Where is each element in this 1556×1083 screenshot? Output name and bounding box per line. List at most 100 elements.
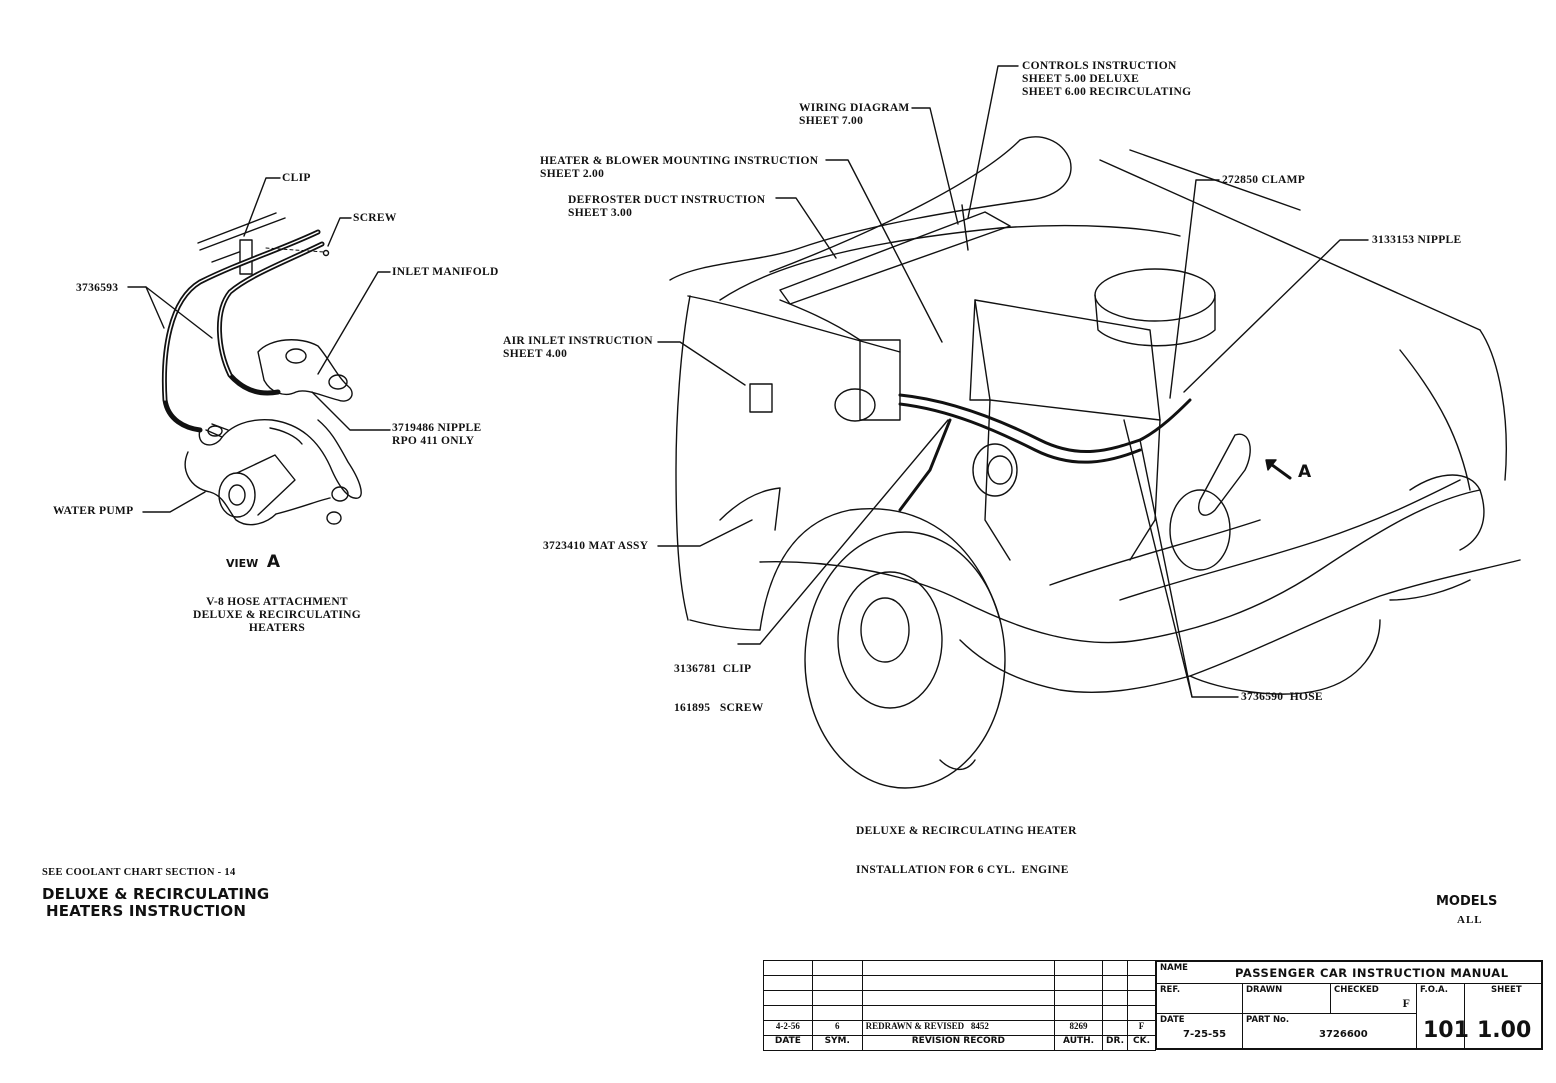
revision-cell-sym [811, 990, 863, 1006]
callout-nipple-line2: RPO 411 ONLY [392, 435, 475, 447]
revision-cell-dr [1102, 990, 1128, 1006]
callout-mat-assy: 3723410 MAT ASSY [543, 540, 649, 552]
revision-cell-ck [1127, 975, 1156, 991]
revision-cell-auth [1054, 990, 1103, 1006]
view-a-leaders [127, 177, 391, 513]
callout-line: SHEET 5.00 DELUXE [1022, 73, 1140, 85]
drawing-title-line1: DELUXE & RECIRCULATING [42, 885, 270, 903]
callout-water-pump: WATER PUMP [53, 505, 134, 517]
revision-cell-date [763, 1005, 813, 1021]
sheet-cell: SHEET 1.00 [1465, 984, 1541, 1048]
callout-line: SHEET 3.00 [568, 207, 633, 219]
revision-cell-record [861, 960, 1056, 976]
callout-nipple: 3719486 NIPPLE RPO 411 ONLY [392, 422, 482, 448]
callout-clip: CLIP [282, 172, 311, 184]
revision-cell-record [861, 990, 1056, 1006]
header-date: DATE [763, 1035, 813, 1051]
revision-cell-sym [811, 1005, 863, 1021]
foa-cell: F.O.A. 101 [1417, 984, 1469, 1048]
revision-row [763, 960, 1156, 976]
header-dr: DR. [1102, 1035, 1128, 1051]
callout-air-inlet: AIR INLET INSTRUCTION SHEET 4.00 [503, 335, 653, 361]
view-a-label: VIEW A [226, 552, 280, 572]
revision-cell-date [763, 975, 813, 991]
sheet-value: 1.00 [1477, 1018, 1532, 1043]
foa-label: F.O.A. [1420, 985, 1449, 995]
ref-label: REF. [1160, 985, 1181, 995]
checked-cell: CHECKED F [1331, 984, 1417, 1014]
view-a-caption-line: HEATERS [248, 622, 306, 634]
revision-row [763, 990, 1156, 1006]
checked-label: CHECKED [1334, 985, 1379, 995]
revision-cell-record [861, 1005, 1056, 1021]
main-view-caption: DELUXE & RECIRCULATING HEATER INSTALLATI… [856, 799, 1077, 890]
part-label: PART No. [1246, 1015, 1290, 1025]
callout-hose-part: 3736593 [76, 282, 119, 294]
drawing-title: DELUXE & RECIRCULATING HEATERS INSTRUCTI… [42, 886, 269, 920]
coolant-chart-note: SEE COOLANT CHART SECTION - 14 [42, 867, 236, 878]
revision-cell-dr [1102, 975, 1128, 991]
revision-cell-dr [1102, 1005, 1128, 1021]
models-value: ALL [1457, 914, 1483, 926]
revision-header-row: DATE SYM. REVISION RECORD AUTH. DR. CK. [763, 1035, 1156, 1051]
callout-clip-screw: 3136781 CLIP 161895 SCREW [674, 637, 764, 728]
view-a-caption-line: V-8 HOSE ATTACHMENT [206, 596, 348, 608]
drawing-title-line2: HEATERS INSTRUCTION [46, 902, 247, 920]
revision-cell-ck [1127, 960, 1156, 976]
name-value: PASSENGER CAR INSTRUCTION MANUAL [1235, 966, 1509, 980]
callout-wiring-diagram: WIRING DIAGRAM SHEET 7.00 [799, 102, 910, 128]
revision-cell-sym [811, 975, 863, 991]
callout-heater-blower: HEATER & BLOWER MOUNTING INSTRUCTION SHE… [540, 155, 818, 181]
callout-line: 3136781 CLIP [674, 663, 752, 675]
header-sym: SYM. [811, 1035, 863, 1051]
checked-value: F [1402, 996, 1410, 1010]
header-ck: CK. [1127, 1035, 1156, 1051]
revision-cell-date [763, 960, 813, 976]
car-illustration [669, 136, 1521, 789]
drawn-cell: DRAWN [1243, 984, 1331, 1014]
revision-cell-ck [1127, 990, 1156, 1006]
revision-cell-sym: 6 [811, 1020, 863, 1036]
date-label: DATE [1160, 1015, 1185, 1025]
callout-line: WIRING DIAGRAM [799, 102, 910, 114]
revision-cell-auth [1054, 975, 1103, 991]
date-value: 7-25-55 [1183, 1029, 1227, 1040]
callout-line: SHEET 6.00 RECIRCULATING [1022, 86, 1192, 98]
revision-row [763, 1005, 1156, 1021]
revision-cell-auth: 8269 [1054, 1020, 1103, 1036]
revision-cell-dr [1102, 1020, 1128, 1036]
title-block: NAME PASSENGER CAR INSTRUCTION MANUAL RE… [1155, 960, 1543, 1050]
revision-cell-date: 4-2-56 [763, 1020, 813, 1036]
view-a-caption: V-8 HOSE ATTACHMENT DELUXE & RECIRCULATI… [188, 596, 366, 635]
name-label: NAME [1160, 963, 1188, 973]
part-number-cell: PART No. 3726600 [1243, 1014, 1417, 1048]
part-value: 3726600 [1319, 1029, 1368, 1040]
callout-defroster-duct: DEFROSTER DUCT INSTRUCTION SHEET 3.00 [568, 194, 765, 220]
view-a-illustration [161, 212, 362, 526]
name-cell: NAME PASSENGER CAR INSTRUCTION MANUAL [1157, 962, 1541, 984]
ref-cell: REF. [1157, 984, 1243, 1014]
revision-cell-ck: F [1127, 1020, 1156, 1036]
revision-row [763, 975, 1156, 991]
header-auth: AUTH. [1054, 1035, 1103, 1051]
view-a-caption-line: DELUXE & RECIRCULATING [192, 609, 362, 621]
main-caption-line: INSTALLATION FOR 6 CYL. ENGINE [856, 864, 1069, 876]
revision-cell-sym [811, 960, 863, 976]
revision-cell-ck [1127, 1005, 1156, 1021]
callout-inlet-manifold: INLET MANIFOLD [392, 266, 499, 278]
foa-value: 101 [1423, 1018, 1469, 1043]
callout-line: SHEET 7.00 [799, 115, 864, 127]
sheet-label: SHEET [1491, 985, 1522, 995]
date-cell: DATE 7-25-55 [1157, 1014, 1243, 1048]
callout-line: DEFROSTER DUCT INSTRUCTION [568, 194, 766, 206]
callout-hose-main: 3736590 HOSE [1241, 691, 1323, 703]
callout-line: AIR INLET INSTRUCTION [503, 335, 653, 347]
callout-nipple-line1: 3719486 NIPPLE [392, 422, 482, 434]
view-a-arrow-label: A [1298, 462, 1312, 482]
callout-screw: SCREW [353, 212, 397, 224]
revision-cell-date [763, 990, 813, 1006]
view-letter: A [266, 552, 281, 572]
view-prefix: VIEW [226, 557, 259, 570]
